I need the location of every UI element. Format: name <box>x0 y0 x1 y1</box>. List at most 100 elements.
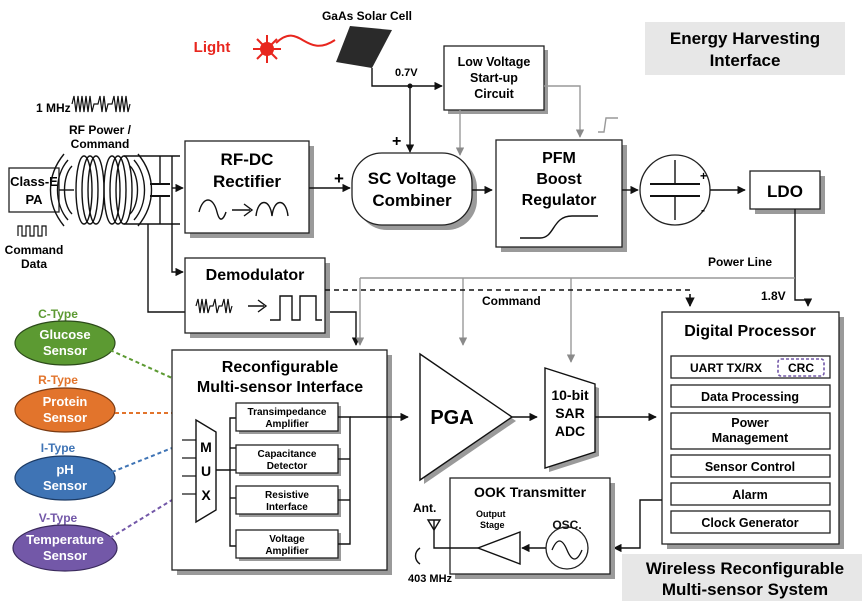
energy-title-line2: Interface <box>710 51 781 70</box>
output-stage-line2: Stage <box>480 520 505 530</box>
ph-sensor <box>14 455 116 501</box>
antenna-frequency: 403 MHz <box>408 573 453 585</box>
plus-solar: + <box>392 133 401 150</box>
i-type-label: I-Type <box>41 441 76 455</box>
crc-block <box>777 358 825 377</box>
v-type-label: V-Type <box>39 511 78 525</box>
freq-1mhz-label: 1 MHz <box>36 101 71 115</box>
resistive-interface-block <box>235 485 339 515</box>
ook-transmitter-block <box>449 477 611 575</box>
power-mgmt-line1: Power <box>731 416 769 430</box>
sc-voltage-combiner-block <box>351 152 473 226</box>
startup-line1: Low Voltage <box>458 55 531 69</box>
rectified-wave-icon <box>255 201 289 217</box>
mux-block <box>195 418 217 524</box>
output-stage-line1: Output <box>476 509 506 519</box>
energy-harvesting-title: Energy Harvesting Interface <box>645 22 845 75</box>
command-waveform <box>17 225 47 237</box>
low-voltage-startup-block <box>443 45 545 111</box>
uart-label: UART TX/RX <box>690 361 762 375</box>
solar-cell-icon <box>336 26 392 68</box>
sensor-control-block <box>670 454 831 478</box>
light-label: Light <box>194 39 231 56</box>
cap-plus: + <box>700 169 707 183</box>
ph-line1: pH <box>56 462 73 477</box>
glucose-sensor <box>14 320 116 366</box>
mux-letter-x: X <box>201 487 211 503</box>
protein-line1: Protein <box>43 394 88 409</box>
pfm-line3: Regulator <box>522 192 597 209</box>
convert-arrow-icon <box>232 203 254 217</box>
temp-line1: Temperature <box>26 532 104 547</box>
sine-wave-icon <box>551 540 583 560</box>
voltage-amp-line1: Voltage <box>269 534 305 545</box>
adc-line3: ADC <box>555 423 585 439</box>
transmitter-title: OOK Transmitter <box>474 484 587 500</box>
resistive-line1: Resistive <box>265 490 309 501</box>
voltage-07-label: 0.7V <box>395 67 418 79</box>
plus-rf: + <box>334 169 344 188</box>
clock-generator-block <box>670 510 831 534</box>
voltage-amp-line2: Amplifier <box>265 546 308 557</box>
crc-label: CRC <box>788 361 814 375</box>
class-e-line1: Class-E <box>10 174 58 189</box>
rf-burst-waveform <box>71 95 131 113</box>
temp-line2: Sensor <box>43 548 87 563</box>
sensor-control-label: Sensor Control <box>705 460 795 474</box>
c-type-label: C-Type <box>38 307 78 321</box>
rf-dc-rectifier-block <box>184 140 310 234</box>
sar-adc-block <box>544 367 596 469</box>
resistive-line2: Interface <box>266 502 308 513</box>
ramp-curve-icon <box>520 215 598 239</box>
mux-letter-u: U <box>201 463 211 479</box>
osc-label: OSC. <box>552 518 581 532</box>
alarm-label: Alarm <box>732 488 767 502</box>
ldo-block <box>749 170 821 210</box>
interface-title-line1: Reconfigurable <box>222 359 339 376</box>
capacitance-line2: Detector <box>267 461 308 472</box>
adc-line2: SAR <box>555 405 585 421</box>
pfm-boost-regulator-block <box>495 139 623 248</box>
command-data-line2: Data <box>21 257 47 271</box>
transimpedance-line2: Amplifier <box>265 419 308 430</box>
digital-output-icon <box>270 295 322 321</box>
transimpedance-line1: Transimpedance <box>248 407 327 418</box>
pga-label: PGA <box>430 407 473 429</box>
antenna-label: Ant. <box>413 501 436 515</box>
power-line-label: Power Line <box>708 255 772 269</box>
system-title: Wireless Reconfigurable Multi-sensor Sys… <box>622 554 862 601</box>
pfm-line1: PFM <box>542 150 576 167</box>
glucose-line1: Glucose <box>39 327 90 342</box>
cap-minus: - <box>701 203 705 217</box>
energy-title-line1: Energy Harvesting <box>670 29 820 48</box>
temperature-sensor <box>12 524 118 572</box>
antenna-icon <box>426 519 442 532</box>
interface-title-line2: Multi-sensor Interface <box>197 379 363 396</box>
rfdc-line2: Rectifier <box>213 172 281 191</box>
protein-sensor <box>14 387 116 433</box>
voltage-18-label: 1.8V <box>761 289 786 303</box>
startup-line3: Circuit <box>474 87 514 101</box>
demod-label: Demodulator <box>206 267 305 284</box>
protein-line2: Sensor <box>43 410 87 425</box>
output-stage-amp <box>476 530 521 566</box>
pfm-line2: Boost <box>536 171 582 188</box>
glucose-line2: Sensor <box>43 343 87 358</box>
rf-power-label-line1: RF Power / <box>69 123 132 137</box>
mux-letter-m: M <box>200 439 212 455</box>
command-data-line1: Command <box>5 243 64 257</box>
alarm-block <box>670 482 831 506</box>
system-title-line1: Wireless Reconfigurable <box>646 559 844 578</box>
processor-title: Digital Processor <box>684 323 816 340</box>
inductive-coil-icon <box>49 153 153 227</box>
sc-line1: SC Voltage <box>368 169 456 188</box>
sine-wave-icon <box>198 199 227 220</box>
startup-line2: Start-up <box>470 71 518 85</box>
r-type-label: R-Type <box>38 373 78 387</box>
adc-line1: 10-bit <box>551 387 589 403</box>
sc-line2: Combiner <box>372 191 452 210</box>
system-title-line2: Multi-sensor System <box>662 580 828 599</box>
radio-wave-icon <box>414 547 421 565</box>
solar-cell-label: GaAs Solar Cell <box>322 9 412 23</box>
